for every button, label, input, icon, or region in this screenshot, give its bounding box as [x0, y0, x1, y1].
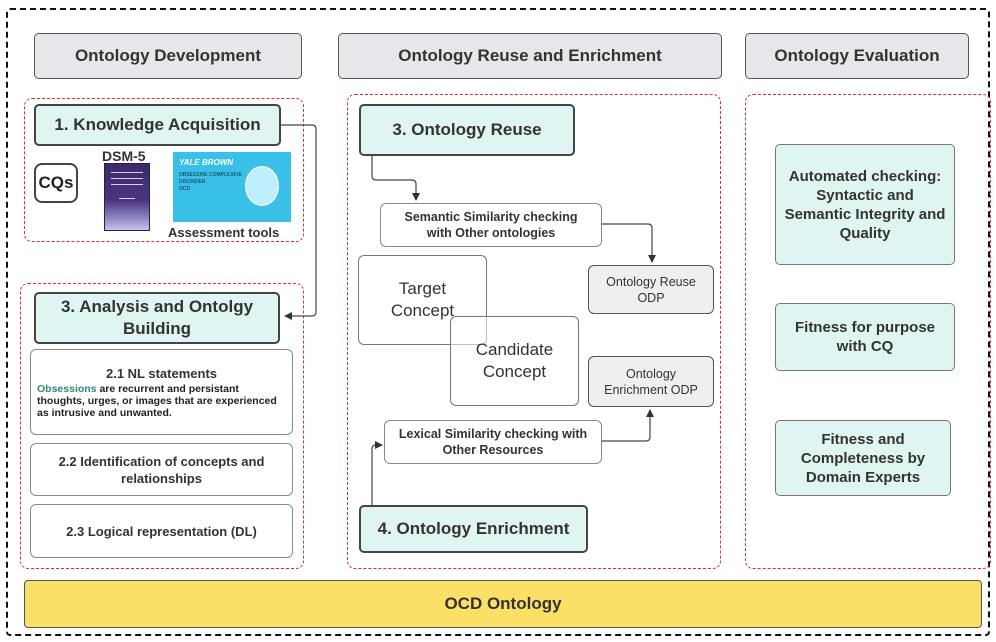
dsm-book-image	[104, 163, 150, 231]
fitness-completeness-box: Fitness and Completeness by Domain Exper…	[775, 420, 951, 496]
evaluation-group	[745, 94, 991, 569]
reuse-enrichment-group	[347, 94, 721, 569]
ontology-enrichment-box: 4. Ontology Enrichment	[359, 505, 588, 553]
outer-frame	[6, 8, 990, 636]
nl-statements-box: 2.1 NL statements Obsessions are recurre…	[30, 349, 293, 435]
candidate-concept-box: Candidate Concept	[450, 316, 579, 406]
identification-box: 2.2 Identification of concepts and relat…	[30, 443, 293, 496]
nl-body: are recurrent and persistant thoughts, u…	[37, 382, 277, 419]
assessment-tools-label: Assessment tools	[168, 225, 280, 240]
target-concept-box: Target Concept	[358, 255, 487, 345]
lexical-similarity-box: Lexical Similarity checking with Other R…	[384, 420, 602, 464]
ontology-reuse-box: 3. Ontology Reuse	[359, 104, 575, 156]
automated-checking-box: Automated checking: Syntactic and Semant…	[775, 144, 955, 265]
knowledge-acquisition-box: 1. Knowledge Acquisition	[34, 104, 281, 146]
analysis-building-group	[20, 283, 304, 569]
nl-statements-title: 2.1 NL statements	[105, 365, 218, 381]
nl-keyword: Obsessions	[37, 382, 97, 395]
ocd-ontology-bar: OCD Ontology	[24, 580, 982, 628]
fitness-for-purpose-box: Fitness for purpose with CQ	[775, 303, 955, 371]
analysis-building-box: 3. Analysis and Ontolgy Building	[34, 292, 280, 344]
semantic-similarity-box: Semantic Similarity checking with Other …	[380, 203, 602, 247]
nl-statements-text: Obsessions are recurrent and persistant …	[31, 383, 292, 419]
cqs-box: CQs	[34, 163, 78, 203]
header-ontology-evaluation: Ontology Evaluation	[745, 33, 969, 79]
header-ontology-development: Ontology Development	[34, 33, 302, 79]
dsm-label: DSM-5	[102, 148, 146, 164]
enrichment-odp-box: Ontology Enrichment ODP	[588, 356, 714, 407]
header-ontology-reuse-enrichment: Ontology Reuse and Enrichment	[338, 33, 722, 79]
reuse-odp-box: Ontology Reuse ODP	[588, 265, 714, 314]
logical-representation-box: 2.3 Logical representation (DL)	[30, 504, 293, 558]
